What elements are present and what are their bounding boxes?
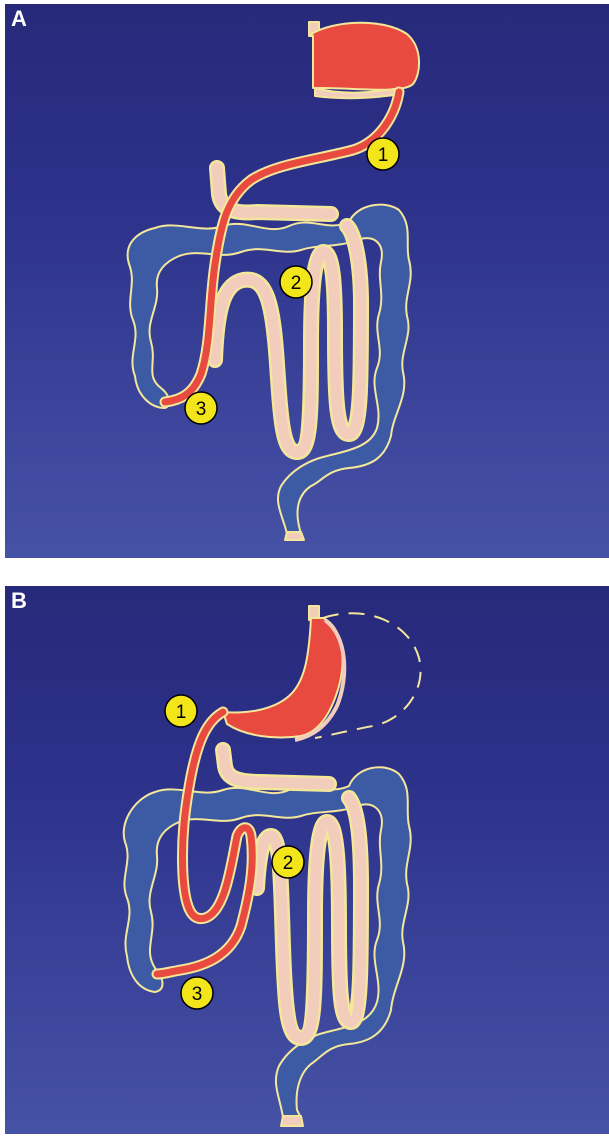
callout-1-label: 1 bbox=[378, 145, 389, 166]
panel-a: 1 2 3 A bbox=[5, 4, 609, 558]
panel-a-letter: A bbox=[11, 6, 27, 32]
stomach bbox=[309, 22, 419, 98]
callout-3: 3 bbox=[181, 977, 213, 1009]
callout-1: 1 bbox=[367, 138, 399, 170]
callout-2-label: 2 bbox=[283, 853, 294, 874]
panel-b: 1 2 3 B bbox=[5, 586, 609, 1134]
callout-1: 1 bbox=[165, 695, 197, 727]
panel-b-illustration: 1 2 3 bbox=[5, 586, 609, 1134]
callout-2: 2 bbox=[280, 266, 312, 298]
callout-2-label: 2 bbox=[291, 273, 302, 294]
callout-1-label: 1 bbox=[176, 702, 187, 723]
callout-3: 3 bbox=[185, 392, 217, 424]
panel-b-letter: B bbox=[11, 588, 27, 614]
callout-2: 2 bbox=[272, 846, 304, 878]
callout-3-label: 3 bbox=[192, 984, 203, 1005]
panel-a-illustration: 1 2 3 bbox=[5, 4, 609, 558]
callout-3-label: 3 bbox=[196, 399, 207, 420]
